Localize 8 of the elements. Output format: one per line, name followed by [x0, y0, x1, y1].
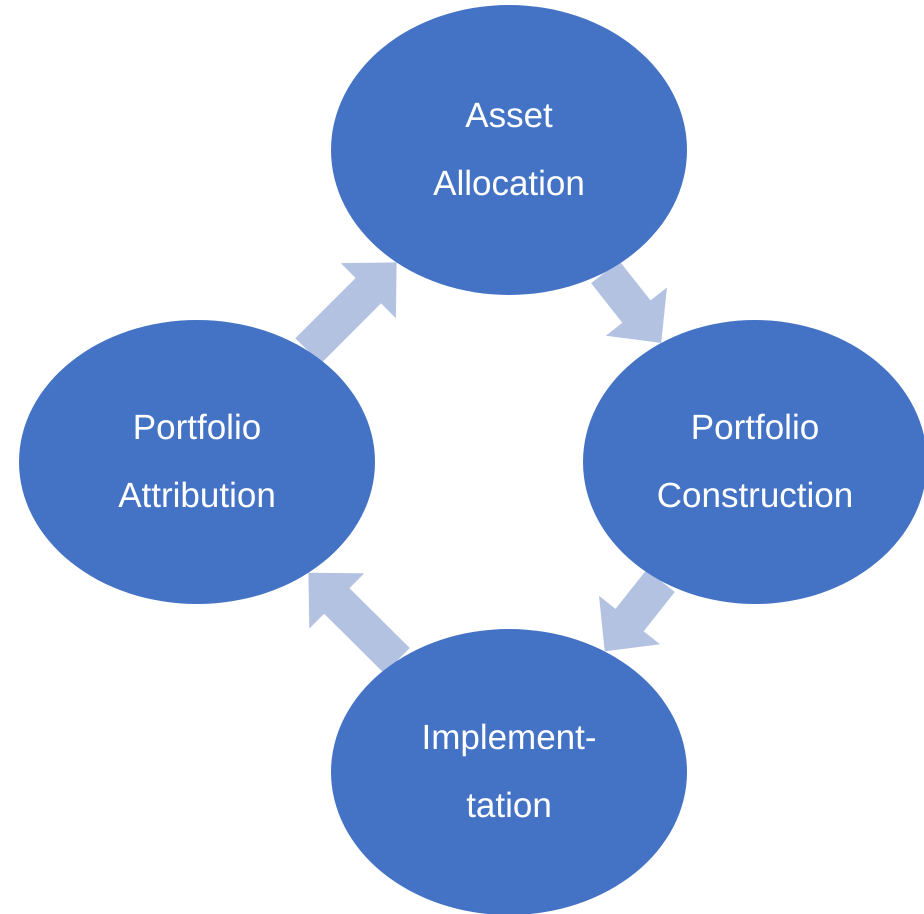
block-arrow	[295, 262, 397, 364]
node-label: Implement- tation	[420, 717, 598, 827]
node-label: Portfolio Attribution	[117, 407, 277, 517]
node-label: Asset Allocation	[432, 95, 586, 205]
node-label: Portfolio Construction	[656, 407, 854, 517]
block-arrow	[599, 570, 675, 652]
block-arrow	[591, 260, 667, 343]
block-arrow	[308, 572, 410, 674]
